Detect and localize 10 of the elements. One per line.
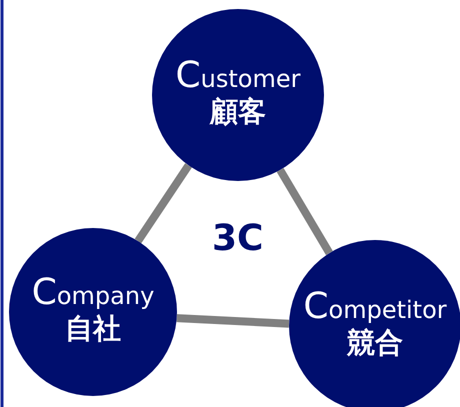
connector-line [134,163,192,244]
english-term: Customer [176,60,300,94]
connector-line [276,168,333,256]
connector-line [176,314,290,328]
japanese-term: 顧客 [210,94,266,130]
center-label: 3C [212,218,264,259]
english-term: Competitor [303,292,447,324]
japanese-term: 競合 [347,324,403,360]
japanese-term: 自社 [65,310,121,346]
english-term: Company [32,278,154,310]
